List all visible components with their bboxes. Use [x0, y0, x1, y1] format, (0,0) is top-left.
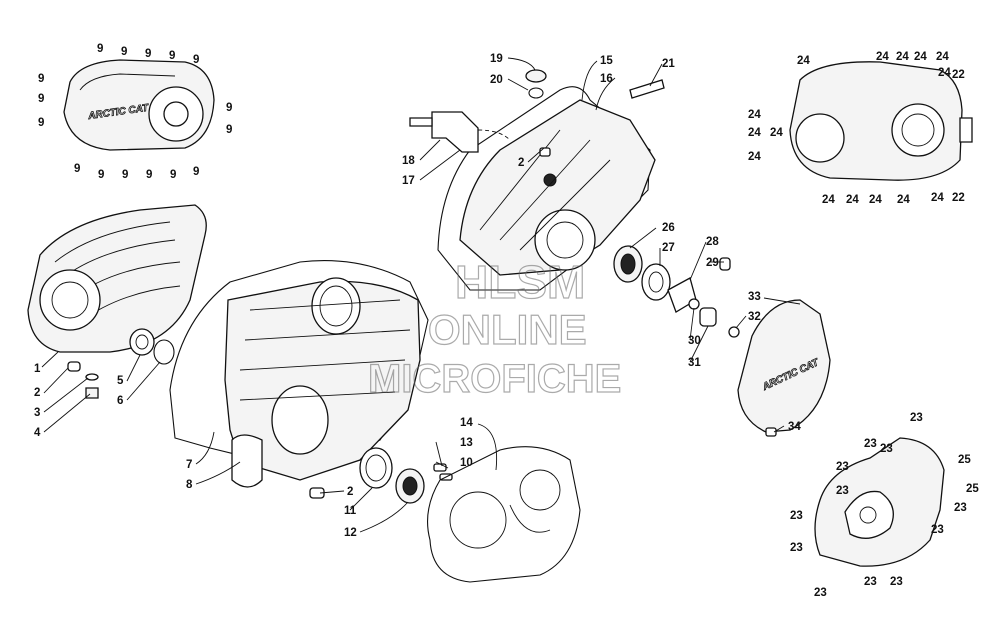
watermark-line2: ONLINE [428, 306, 587, 353]
watermark-line1: HLSM [455, 256, 585, 308]
callout-11: 11 [344, 505, 357, 517]
callout-23: 23 [836, 485, 849, 497]
callout-2-top: 2 [518, 157, 524, 169]
callout-2-center: 2 [347, 486, 353, 498]
callout-24: 24 [914, 51, 927, 63]
callout-9: 9 [226, 102, 232, 114]
callout-24: 24 [897, 194, 910, 206]
callout-9: 9 [226, 124, 232, 136]
callout-17: 17 [402, 175, 415, 187]
callout-30: 30 [688, 335, 701, 347]
callout-23: 23 [790, 510, 803, 522]
callout-25: 25 [958, 454, 971, 466]
crankcase-left [169, 260, 429, 499]
callout-19: 19 [490, 53, 503, 65]
callout-5: 5 [117, 375, 124, 387]
small-parts-left [67, 328, 175, 399]
callout-9: 9 [38, 117, 44, 129]
callout-23: 23 [836, 461, 849, 473]
callout-9: 9 [98, 169, 104, 181]
callout-9: 9 [170, 169, 176, 181]
callout-9: 9 [38, 73, 44, 85]
callout-32: 32 [748, 311, 761, 323]
callout-23: 23 [864, 576, 877, 588]
callout-9: 9 [121, 46, 127, 58]
callout-24: 24 [748, 127, 761, 139]
cover-bottom-right [814, 437, 945, 567]
callout-24: 24 [797, 55, 810, 67]
callout-22: 22 [952, 192, 965, 204]
callout-24: 24 [822, 194, 835, 206]
callout-9: 9 [74, 163, 80, 175]
callout-8: 8 [186, 479, 193, 491]
callout-24: 24 [896, 51, 909, 63]
callout-24: 24 [748, 109, 761, 121]
callout-23: 23 [814, 587, 827, 599]
callout-22: 22 [952, 69, 965, 81]
gasket-14 [427, 446, 581, 583]
callout-15: 15 [600, 55, 613, 67]
callout-21: 21 [662, 58, 675, 70]
callout-20: 20 [490, 74, 503, 86]
callout-3: 3 [34, 407, 40, 419]
callout-34: 34 [788, 421, 801, 433]
callout-26: 26 [662, 222, 675, 234]
callout-9: 9 [145, 48, 151, 60]
callout-12: 12 [344, 527, 357, 539]
callout-13: 13 [460, 437, 473, 449]
callout-9: 9 [146, 169, 152, 181]
plug-and-plate [525, 69, 665, 99]
callout-24: 24 [846, 194, 859, 206]
callout-9: 9 [97, 43, 103, 55]
callout-24: 24 [869, 194, 882, 206]
callout-24: 24 [748, 151, 761, 163]
callout-23: 23 [790, 542, 803, 554]
callout-14: 14 [460, 417, 473, 429]
callout-23: 23 [910, 412, 923, 424]
callout-23: 23 [931, 524, 944, 536]
callout-6: 6 [117, 395, 123, 407]
callout-23: 23 [864, 438, 877, 450]
seals-right [613, 245, 740, 338]
callout-4: 4 [34, 427, 41, 439]
callout-9: 9 [193, 54, 199, 66]
callout-31: 31 [688, 357, 701, 369]
watermark-line3: MICROFICHE [368, 357, 621, 401]
callout-28: 28 [706, 236, 719, 248]
callout-16: 16 [600, 73, 613, 85]
callout-1: 1 [34, 363, 41, 375]
crankcase-right [437, 86, 656, 291]
callout-23: 23 [890, 576, 903, 588]
clutch-cover [27, 204, 207, 353]
callout-7: 7 [186, 459, 192, 471]
bearings-center [359, 447, 453, 504]
callout-33: 33 [748, 291, 761, 303]
callout-9: 9 [169, 50, 175, 62]
callout-18: 18 [402, 155, 415, 167]
leader-lines [41, 57, 801, 533]
bracket-17-18 [409, 111, 511, 153]
callout-23: 23 [880, 443, 893, 455]
callout-25: 25 [966, 483, 979, 495]
watermark: HLSM ONLINE MICROFICHE [367, 255, 622, 401]
callout-24: 24 [770, 127, 783, 139]
callout-24: 24 [876, 51, 889, 63]
callout-23: 23 [954, 502, 967, 514]
callout-2: 2 [34, 387, 40, 399]
callout-24: 24 [936, 51, 949, 63]
callout-9: 9 [122, 169, 128, 181]
callout-9: 9 [193, 166, 199, 178]
callout-9: 9 [38, 93, 44, 105]
callout-29: 29 [706, 257, 719, 269]
callout-10: 10 [460, 457, 473, 469]
callout-24: 24 [931, 192, 944, 204]
callout-27: 27 [662, 242, 675, 254]
inner-cover-top-right [789, 61, 973, 181]
callout-labels: 1 2 3 4 5 6 7 8 2 11 12 10 13 14 15 16 1… [34, 43, 979, 599]
outer-clutch-cover-small: ARCTIC CAT [63, 59, 215, 151]
right-cover: ARCTIC CAT [737, 299, 831, 437]
callout-24: 24 [938, 67, 951, 79]
